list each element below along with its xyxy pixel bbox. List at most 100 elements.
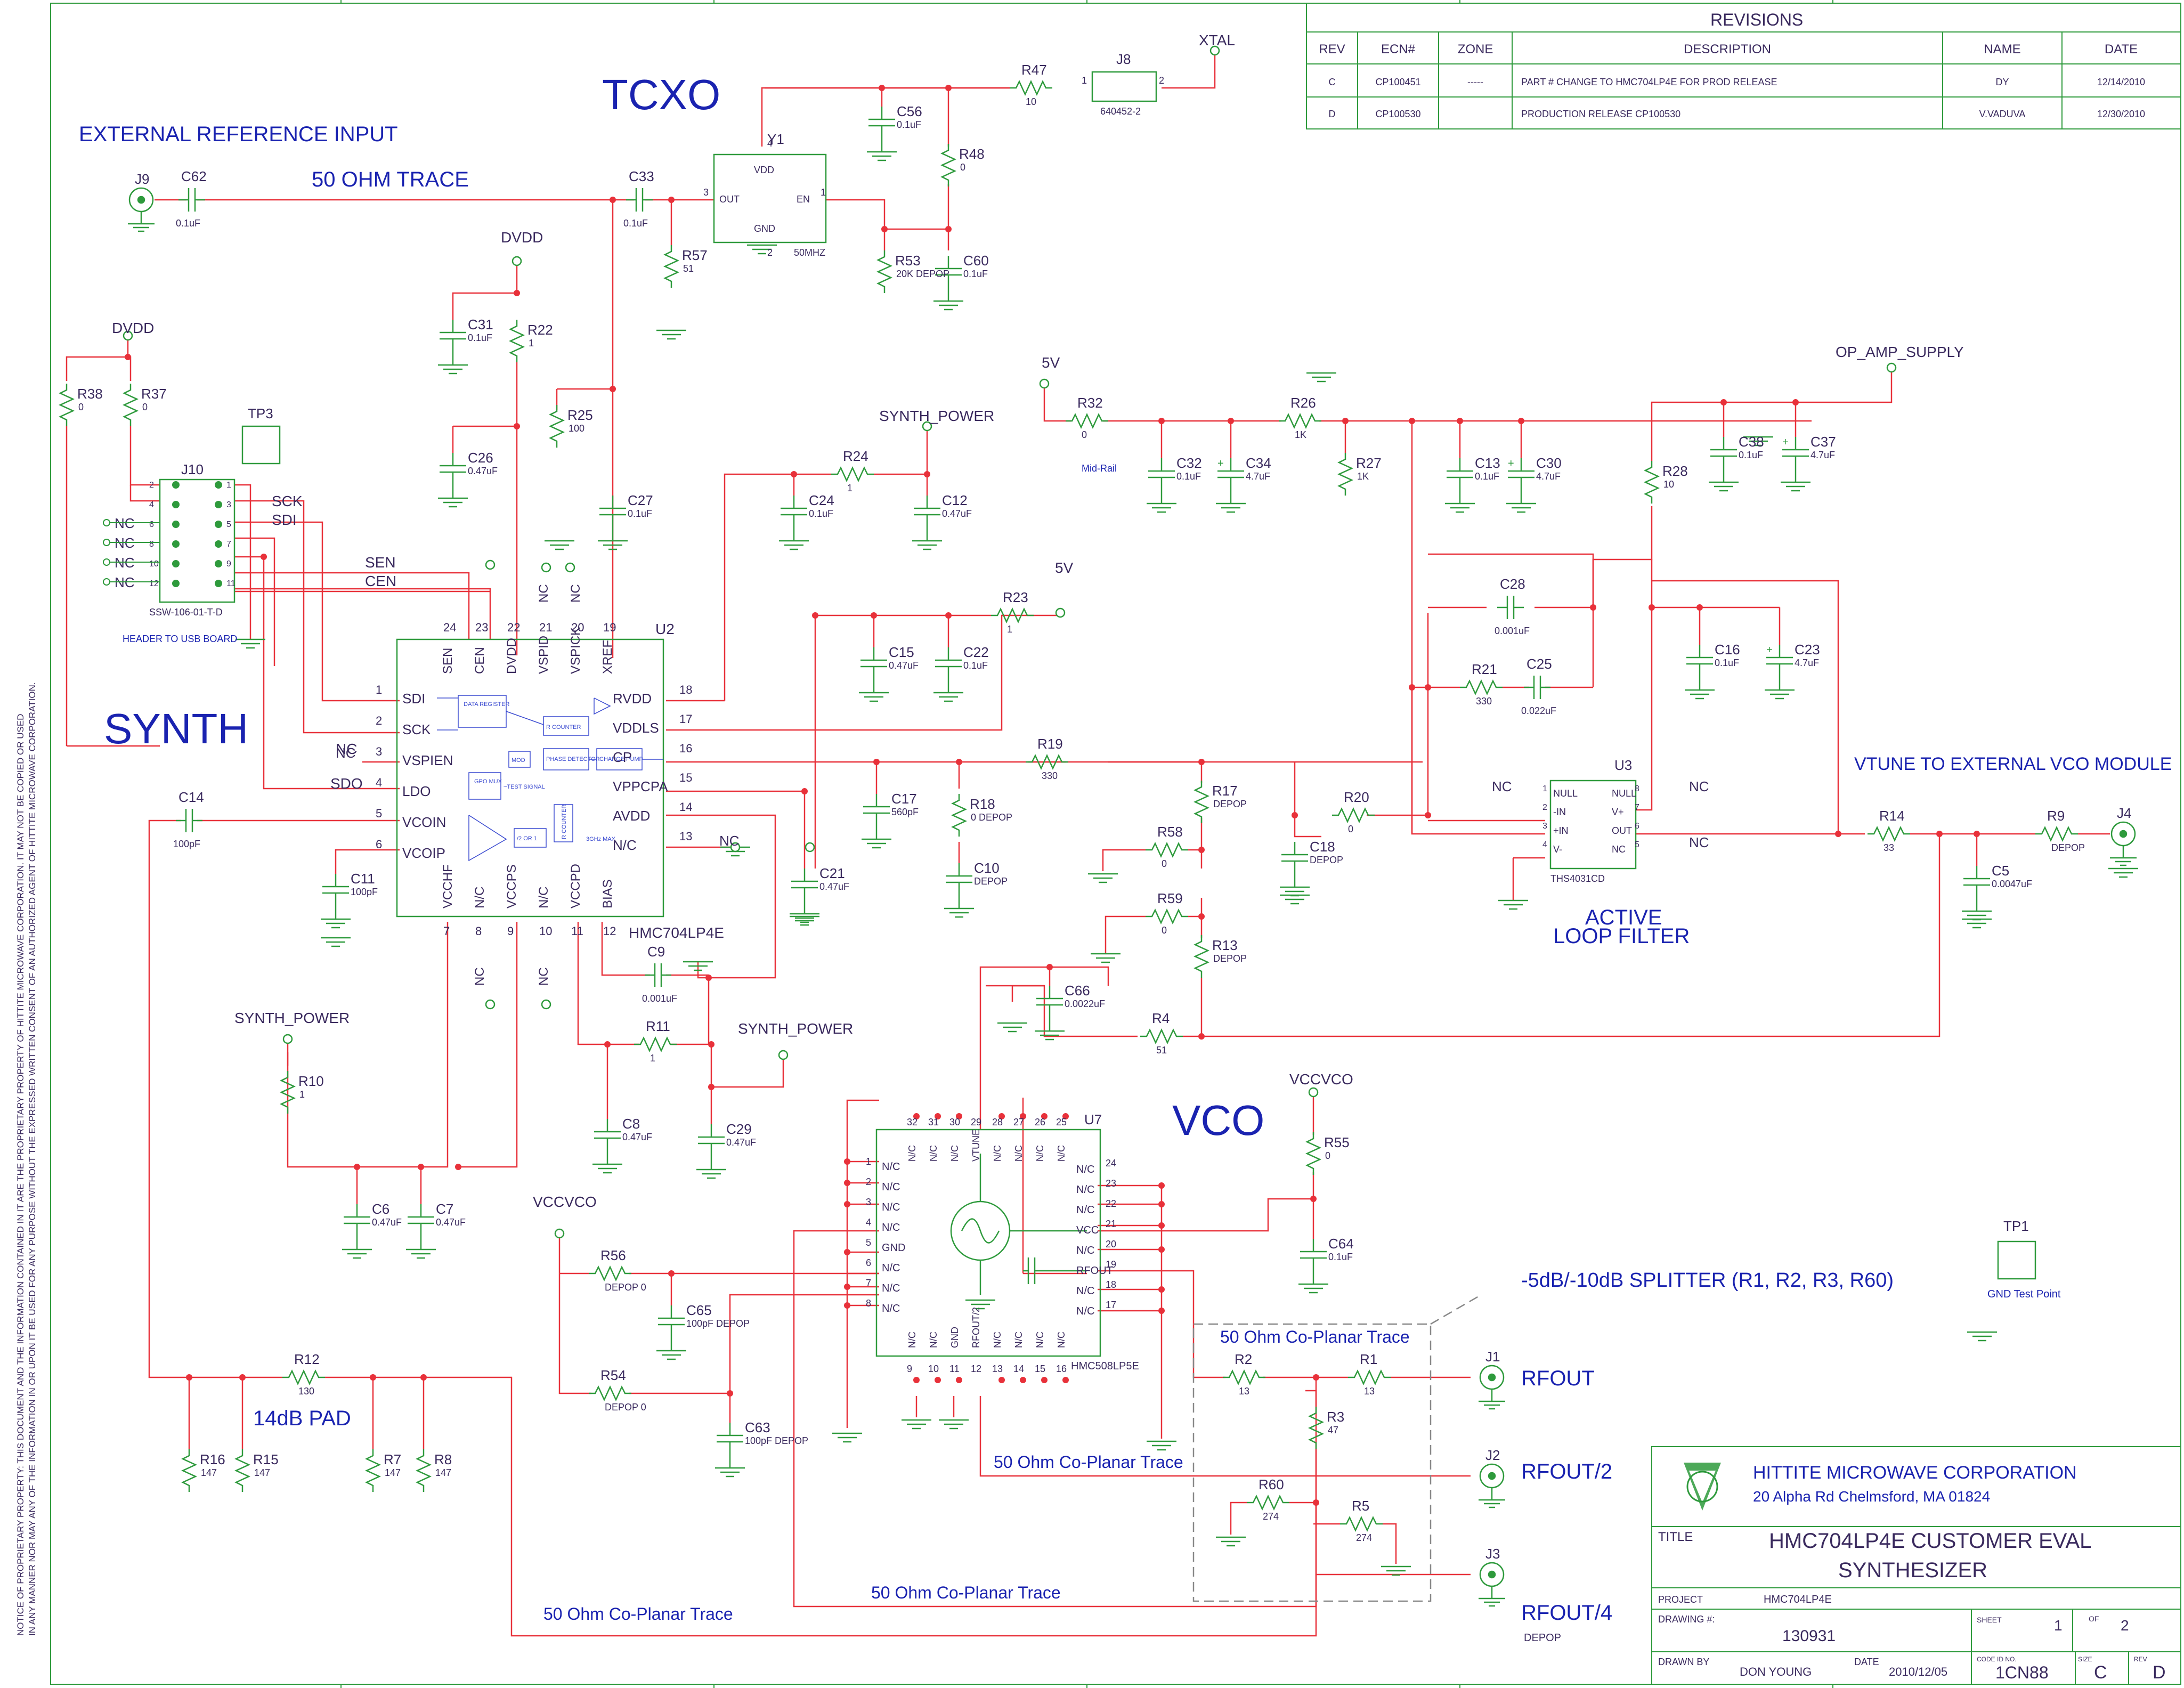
u2-pin-num: 15: [679, 771, 692, 784]
component-r20: [1332, 807, 1375, 824]
value-r26: 1K: [1295, 429, 1306, 440]
ref-c64: C64: [1328, 1236, 1354, 1252]
ref-c12: C12: [942, 492, 968, 508]
vco-symbol: [950, 1154, 1087, 1295]
u2-pin-name: BIAS: [600, 879, 615, 908]
code-label: CODE ID NO.: [1977, 1655, 2017, 1663]
j10-pin-num: 3: [226, 500, 231, 509]
u7-pin-name: N/C: [882, 1262, 900, 1274]
value-c22: 0.1uF: [963, 660, 988, 671]
ref-r20: R20: [1344, 789, 1369, 805]
component-c23: +: [1765, 644, 1795, 700]
rev-cell: PRODUCTION RELEASE CP100530: [1521, 109, 1680, 119]
component-c63: [715, 1423, 745, 1478]
u3-pin-net: NC: [1689, 834, 1709, 850]
u2-pin-name: VDDLS: [613, 720, 659, 736]
label-coplanar-mid: 50 Ohm Co-Planar Trace: [994, 1452, 1183, 1472]
ground-symbol: [656, 329, 686, 340]
u7-pin-name: N/C: [928, 1332, 939, 1348]
title-vco: VCO: [1172, 1097, 1264, 1144]
title-label: TITLE: [1658, 1530, 1693, 1544]
ref-r5: R5: [1352, 1498, 1369, 1514]
value-r13: DEPOP: [1213, 953, 1247, 964]
component-r2: [1223, 1369, 1265, 1386]
ref-r22: R22: [527, 322, 553, 338]
component-c28: [1497, 596, 1524, 619]
value-c15: 0.47uF: [889, 660, 919, 671]
ref-c10: C10: [974, 860, 1000, 876]
u7-pin-name: N/C: [882, 1181, 900, 1193]
u2-pin-num: 17: [679, 712, 692, 726]
component-c15: [859, 647, 889, 702]
u7-pin-name: N/C: [882, 1161, 900, 1173]
component-r27: [1337, 453, 1354, 496]
component-c33: [626, 188, 653, 212]
date-value: 2010/12/05: [1889, 1665, 1947, 1678]
component-r56: [589, 1265, 631, 1282]
u2-pin-name: VCOIP: [402, 845, 445, 861]
rail-dvdd-left: DVDD: [112, 320, 154, 336]
component-c5: [1962, 866, 1992, 921]
ground-symbol: [683, 961, 713, 971]
u7-pin-name: N/C: [1076, 1204, 1094, 1216]
value-c23: 4.7uF: [1795, 658, 1819, 668]
ref-r13: R13: [1212, 937, 1238, 953]
u7-pin-name: N/C: [882, 1283, 900, 1294]
component-c21: [790, 869, 819, 923]
ref-c56: C56: [897, 103, 922, 119]
rev-col-header: REV: [1319, 42, 1345, 56]
j10-pin-dot: [172, 521, 180, 528]
ground-symbol: [997, 1022, 1027, 1033]
ref-r23: R23: [1003, 589, 1028, 605]
y1-p3: 3: [703, 187, 709, 198]
j10-pin-num: 10: [149, 559, 159, 569]
u7-pin-num: 12: [971, 1364, 981, 1374]
ref-r3: R3: [1327, 1409, 1344, 1425]
rail-5v-top: 5V: [1042, 354, 1060, 371]
value-r11: 1: [650, 1053, 655, 1064]
component-c25: [1524, 676, 1550, 699]
ground-symbol: [1498, 899, 1528, 910]
u7-pin-num: 31: [928, 1117, 939, 1127]
ref-r21: R21: [1472, 661, 1497, 677]
rev-cell: D: [1329, 109, 1336, 119]
ref-c32: C32: [1176, 455, 1202, 471]
value-c31: 0.1uF: [468, 332, 492, 343]
u7-pin-name: N/C: [992, 1145, 1003, 1162]
j10-nc-terminal: [103, 558, 160, 566]
title-block: HITTITE MICROWAVE CORPORATION 20 Alpha R…: [1651, 1446, 2181, 1685]
rail-vccvco-1: VCCVCO: [1289, 1071, 1353, 1088]
u7-pin-num: 3: [866, 1197, 871, 1207]
value-r17: DEPOP: [1213, 799, 1247, 809]
svg-text:+: +: [1217, 458, 1224, 469]
value-c32: 0.1uF: [1176, 471, 1201, 482]
value-c65: 100pF DEPOP: [686, 1318, 750, 1329]
label-coplanar-bottom: 50 Ohm Co-Planar Trace: [871, 1583, 1061, 1602]
u2-pin-num: 4: [376, 776, 382, 789]
value-r25: 100: [569, 423, 584, 434]
component-c37: +: [1781, 436, 1810, 492]
net-sdo: SDO: [330, 775, 363, 792]
component-c9: [645, 963, 671, 987]
component-j4: [2110, 821, 2137, 866]
rail-terminal: [554, 1228, 565, 1239]
value-r32: 0: [1082, 429, 1087, 440]
value-r12: 130: [298, 1386, 314, 1397]
title-line-2: SYNTHESIZER: [1838, 1559, 1987, 1582]
component-c12: [912, 496, 942, 550]
u7-pin-name: N/C: [1076, 1285, 1094, 1297]
u3-pin-name: NC: [1612, 844, 1626, 855]
u7-pin-num: 13: [992, 1364, 1003, 1374]
company-name: HITTITE MICROWAVE CORPORATION: [1753, 1463, 2077, 1483]
ref-c60: C60: [963, 253, 989, 269]
u7-pin-name: N/C: [1056, 1145, 1067, 1162]
component-c38: [1709, 437, 1739, 492]
u7-pin-num: 14: [1013, 1364, 1024, 1374]
ground-symbol: [1088, 873, 1118, 883]
u7-pin-name: N/C: [882, 1303, 900, 1314]
u7-pin-num: 29: [971, 1117, 981, 1127]
port-rfout2: RFOUT/2: [1521, 1460, 1612, 1483]
y1-pin-labels: VDD OUT EN GND 4 3 1 2 1 2: [703, 75, 1164, 258]
value-r47: 10: [1026, 96, 1036, 107]
j3-depop: DEPOP: [1524, 1632, 1561, 1644]
